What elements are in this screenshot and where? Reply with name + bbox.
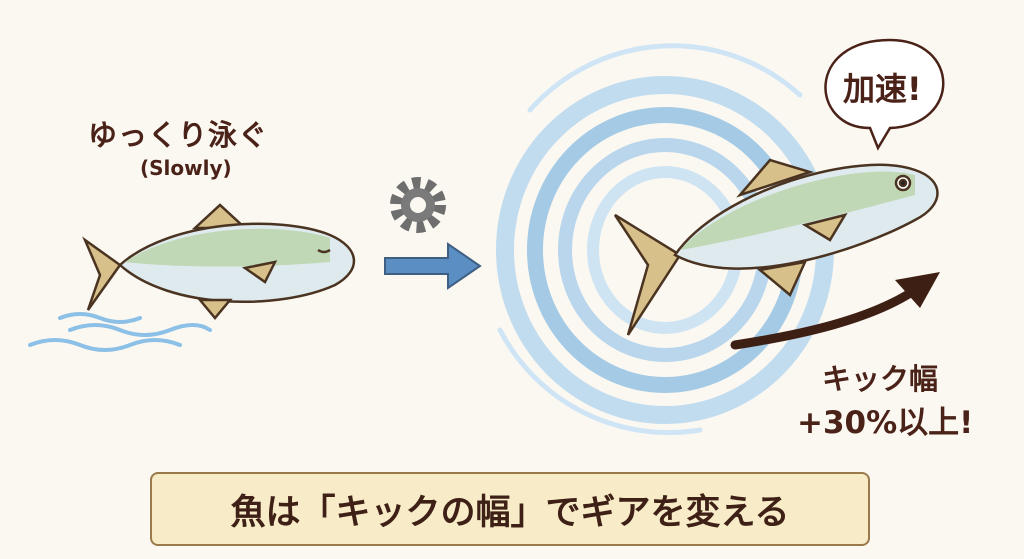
gear-icon <box>390 177 446 233</box>
kick-label: キック幅 <box>822 362 939 396</box>
right-arrow-icon <box>384 242 482 290</box>
caption-text: 魚は「キックの幅」でギアを変える <box>230 492 790 533</box>
fast-fish <box>613 158 939 336</box>
water-waves <box>28 312 212 352</box>
slow-swim-title: ゆっくり泳ぐ <box>88 118 269 152</box>
kick-increase: +30%以上! <box>797 405 974 441</box>
slow-fish <box>82 203 356 320</box>
caption-banner: 魚は「キックの幅」でギアを変える <box>150 472 870 546</box>
slow-swim-subtitle: (Slowly) <box>140 156 232 180</box>
speech-bubble-text: 加速! <box>843 70 922 108</box>
acceleration-arrow-icon <box>730 272 940 350</box>
speech-bubble <box>824 38 945 151</box>
